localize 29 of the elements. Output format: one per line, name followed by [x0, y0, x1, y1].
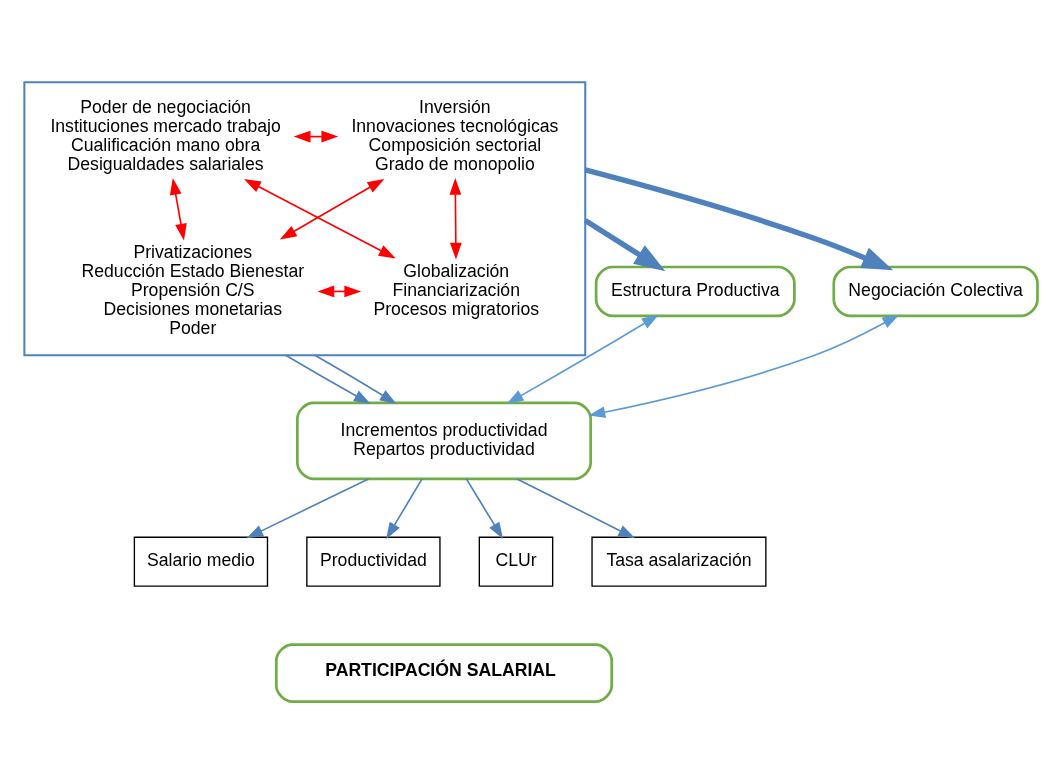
node-box: Incrementos productividad Repartos productividad: [296, 401, 593, 481]
arrow: [386, 478, 423, 540]
node-text: Privatizaciones Reducción Estado Bienestar Propensión C/S Decisiones monetarias Poder: [81, 242, 305, 339]
arrow: [317, 285, 362, 298]
cluster: [23, 81, 587, 357]
arrow: [169, 177, 187, 241]
node-box: Estructura Productiva: [594, 265, 796, 318]
node-box: Tasa asalarización: [591, 536, 767, 587]
arrow: [314, 354, 397, 404]
node-text: Globalización Financiarización Procesos migratorios: [373, 261, 540, 320]
arrow: [244, 179, 396, 259]
node-box: Negociación Colectiva: [832, 265, 1039, 318]
node-box: PARTICIPACIÓN SALARIAL: [274, 643, 614, 703]
arrow: [449, 177, 462, 260]
arrow: [246, 478, 370, 539]
node-box: Productividad: [306, 536, 441, 587]
arrow: [465, 478, 504, 540]
node-box: CLUr: [478, 536, 554, 587]
arrow: [588, 314, 900, 418]
node-text: Inversión Innovaciones tecnológicas Composición sectorial Grado de monopolio: [351, 96, 559, 174]
arrow: [583, 218, 666, 272]
arrow: [584, 167, 894, 271]
node-box: Salario medio: [133, 536, 269, 587]
arrow: [293, 130, 339, 143]
arrow: [506, 314, 659, 404]
arrow: [279, 178, 385, 240]
node-text: Poder de negociación Instituciones mercado trabajo Cualificación mano obra Desigualdades salariales: [50, 96, 281, 174]
arrow: [516, 478, 636, 539]
arrow: [284, 354, 371, 404]
